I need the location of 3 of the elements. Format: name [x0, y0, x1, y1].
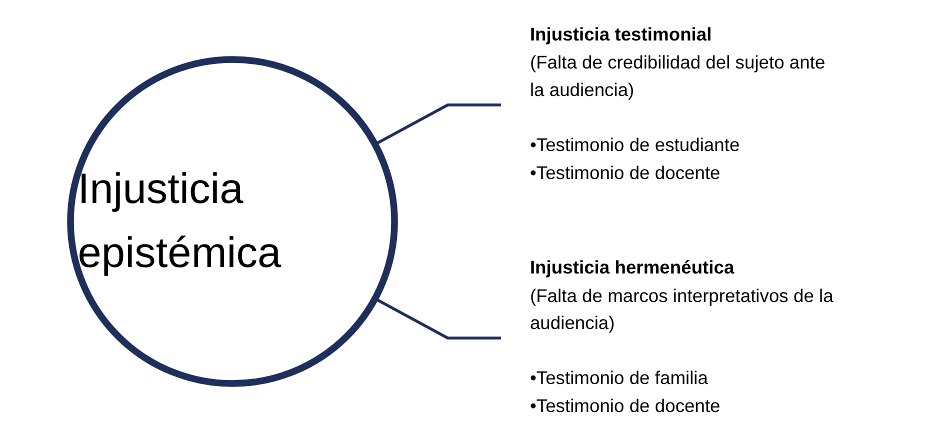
node-circle: Injusticia epistémica [66, 56, 398, 387]
node-text: Injusticia hermenéutica (Falta de marcos interpretativos de la audiencia) •Testimonio de familia •Testimonio de docente [529, 258, 833, 416]
node-text: Injusticia testimonial (Falta de credibilidad del sujeto ante la audiencia) •Testimonio de estudiante •Testimonio de docente [529, 25, 825, 184]
